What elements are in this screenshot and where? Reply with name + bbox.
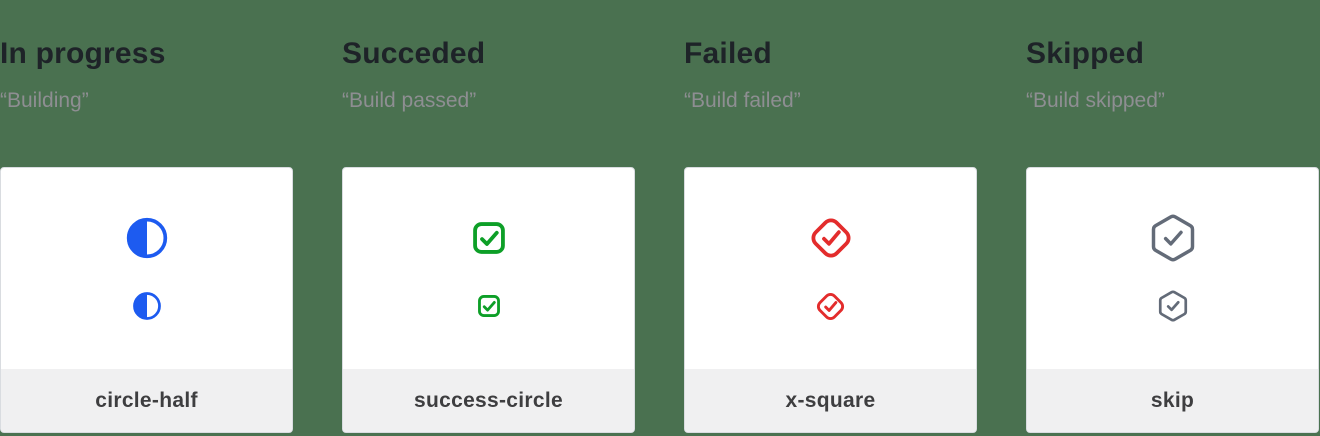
icon-card-footer: success-circle	[343, 369, 634, 432]
icon-card-body	[1, 168, 292, 369]
column-subtitle: “Build failed”	[684, 89, 801, 112]
icon-card-body	[685, 168, 976, 369]
circle-half-icon	[132, 292, 161, 320]
column-title: Failed	[684, 37, 772, 70]
column-title: Skipped	[1026, 37, 1145, 70]
column-title: In progress	[0, 37, 166, 70]
column-subtitle: “Build skipped”	[1026, 89, 1165, 112]
icon-card-footer: circle-half	[1, 369, 292, 432]
x-square-icon	[810, 218, 851, 258]
success-circle-icon	[472, 222, 505, 254]
icon-card-circle-half: circle-half	[0, 167, 293, 433]
column-succeded: Succeded “Build passed”	[342, 0, 635, 433]
column-skipped: Skipped “Build skipped”	[1026, 0, 1319, 433]
icon-preview-small	[132, 284, 162, 328]
icon-card-footer: x-square	[685, 369, 976, 432]
icon-preview-large	[807, 192, 855, 284]
icon-name-label: circle-half	[95, 388, 198, 412]
icon-card-skip: skip	[1026, 167, 1319, 433]
icon-preview-large	[125, 192, 169, 284]
skip-icon	[1158, 290, 1187, 322]
icon-name-label: skip	[1150, 388, 1195, 412]
column-title: Succeded	[342, 37, 486, 70]
icon-preview-small	[1156, 284, 1190, 328]
column-subtitle: “Building”	[0, 89, 89, 112]
skip-icon	[1151, 214, 1194, 262]
column-subtitle: “Build passed”	[342, 89, 477, 112]
icon-name-label: success-circle	[414, 388, 563, 412]
icon-preview-large	[1147, 192, 1199, 284]
icon-card-body	[343, 168, 634, 369]
icon-preview-small	[476, 284, 502, 328]
x-square-icon	[816, 292, 845, 320]
success-circle-icon	[477, 295, 500, 317]
column-failed: Failed “Build failed”	[684, 0, 977, 433]
column-in-progress: In progress “Building”	[0, 0, 293, 433]
icon-card-success-circle: success-circle	[342, 167, 635, 433]
icon-card-footer: skip	[1027, 369, 1318, 432]
icon-name-label: x-square	[785, 388, 876, 412]
circle-half-icon	[126, 217, 167, 259]
icon-card-body	[1027, 168, 1318, 369]
icon-card-x-square: x-square	[684, 167, 977, 433]
icon-preview-large	[470, 192, 508, 284]
icon-preview-small	[814, 284, 847, 328]
